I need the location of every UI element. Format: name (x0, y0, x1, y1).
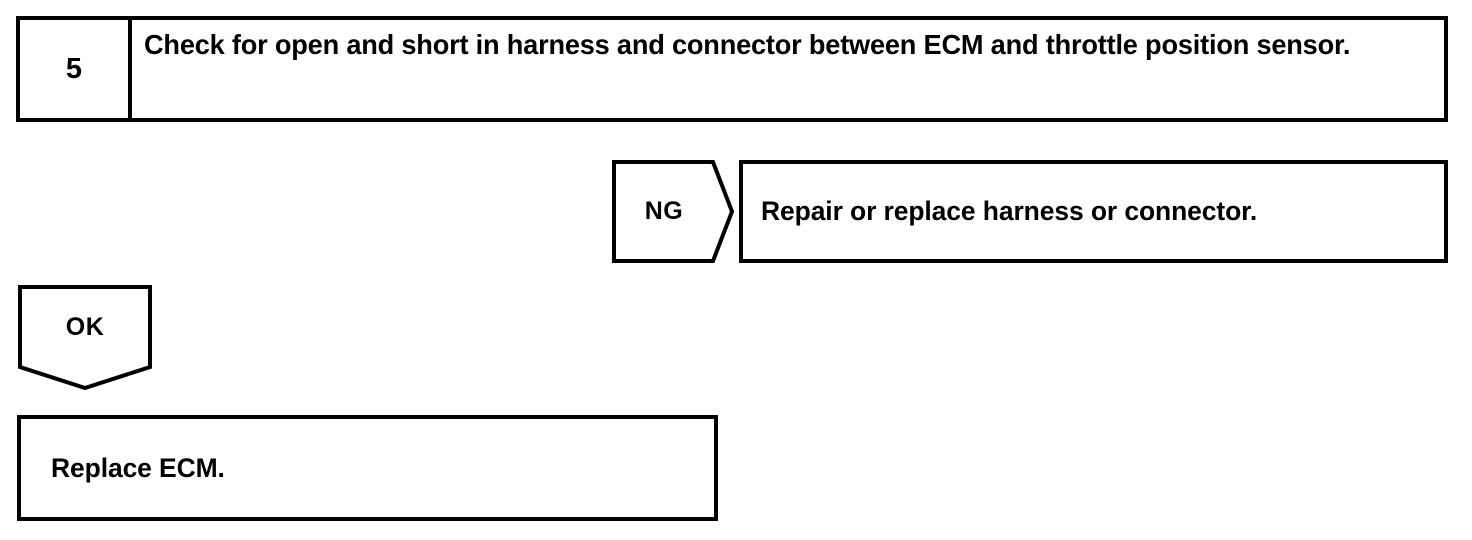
branch-tag-ng-label: NG (644, 197, 684, 225)
step-number: 5 (65, 52, 83, 85)
branch-tag-ok: OK (18, 285, 152, 390)
step-number-cell: 5 (20, 20, 132, 118)
step-instruction-text: Check for open and short in harness and … (144, 29, 1351, 60)
branch-tag-ok-label: OK (65, 312, 105, 341)
ng-result-box: Repair or replace harness or connector. (739, 160, 1448, 263)
step-instruction-cell: Check for open and short in harness and … (132, 20, 1444, 118)
ok-result-text: Replace ECM. (51, 452, 225, 483)
ng-result-text: Repair or replace harness or connector. (761, 196, 1258, 227)
ok-result-box: Replace ECM. (17, 415, 718, 521)
branch-tag-ng: NG (612, 160, 734, 263)
ok-arrow-shape (18, 285, 152, 390)
diagnostic-step-row: 5 Check for open and short in harness an… (16, 16, 1448, 122)
ng-arrow-shape (612, 160, 734, 263)
